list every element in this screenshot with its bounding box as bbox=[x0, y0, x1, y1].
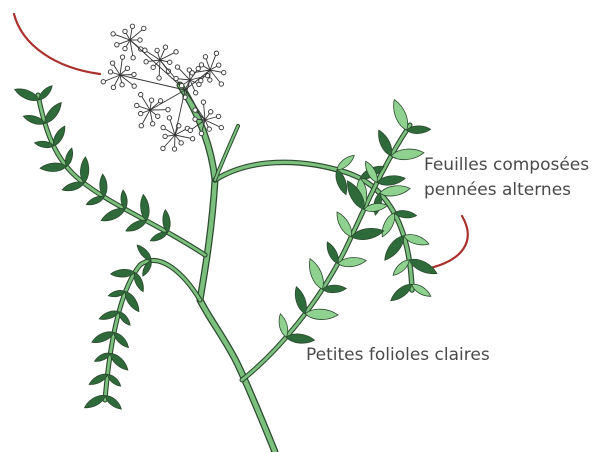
flower-bud bbox=[193, 91, 197, 95]
flower-bud bbox=[123, 46, 127, 50]
flower-bud bbox=[143, 48, 147, 52]
stems bbox=[38, 85, 412, 452]
label-compound-leaves-line1: Feuilles composées bbox=[424, 153, 589, 178]
label-compound-leaves: Feuilles composées pennées alternes bbox=[424, 153, 589, 203]
flower-bud bbox=[139, 92, 143, 96]
flower-bud bbox=[132, 84, 136, 88]
flower-bud bbox=[139, 124, 143, 128]
flower-bud bbox=[150, 122, 154, 126]
flower-bud bbox=[115, 43, 119, 47]
flower-bud bbox=[158, 99, 162, 103]
flower-bud bbox=[120, 55, 124, 59]
leaf-icon bbox=[381, 233, 408, 263]
flower-bud bbox=[142, 26, 146, 30]
flower-bud bbox=[123, 29, 127, 33]
flower-bud bbox=[201, 100, 205, 104]
flower-bud bbox=[174, 50, 178, 54]
flower-bud bbox=[155, 48, 159, 52]
flower-bud bbox=[149, 98, 153, 102]
flower-stalk bbox=[159, 60, 160, 78]
flower-bud bbox=[222, 70, 226, 74]
flower-bud bbox=[139, 47, 143, 51]
flower-bud bbox=[217, 63, 221, 67]
flower-bud bbox=[196, 66, 200, 70]
leaf-icon bbox=[333, 210, 355, 239]
flower-bud bbox=[190, 137, 194, 141]
flower-stalk bbox=[175, 90, 185, 135]
flower-stalk bbox=[210, 53, 216, 70]
flower-bud bbox=[193, 117, 197, 121]
callout-line-flowers bbox=[14, 14, 100, 74]
flower-bud bbox=[219, 82, 223, 86]
flower-bud bbox=[144, 60, 148, 64]
flower-bud bbox=[161, 146, 165, 150]
flower-bud bbox=[208, 78, 212, 82]
leaf-icon bbox=[122, 289, 142, 313]
flower-bud bbox=[180, 83, 184, 87]
flower-bud bbox=[131, 56, 135, 60]
flower-bud bbox=[214, 51, 218, 55]
flower-bud bbox=[193, 108, 197, 112]
flower-stalk bbox=[205, 120, 221, 128]
flower-bud bbox=[190, 71, 194, 75]
leaf-icon bbox=[388, 281, 414, 304]
leaf-icon bbox=[149, 230, 169, 244]
flower-bud bbox=[108, 70, 112, 74]
flower-bud bbox=[151, 65, 155, 69]
flower-bud bbox=[138, 38, 142, 42]
flower-bud bbox=[111, 85, 115, 89]
label-small-leaflets: Petites folioles claires bbox=[306, 343, 490, 368]
leaf-icon bbox=[50, 124, 67, 147]
flower-bud bbox=[132, 72, 136, 76]
flower-bud bbox=[166, 107, 170, 111]
flower-bud bbox=[174, 76, 178, 80]
flower-stalk bbox=[120, 57, 123, 75]
flower-bud bbox=[135, 103, 139, 107]
flower-stalk bbox=[160, 52, 176, 60]
flower-bud bbox=[157, 76, 161, 80]
flower-bud bbox=[216, 114, 220, 118]
flower-bud bbox=[167, 116, 171, 120]
leaf-icon bbox=[103, 393, 123, 411]
flower-bud bbox=[130, 24, 134, 28]
flower-bud bbox=[111, 32, 115, 36]
label-compound-leaves-line2: pennées alternes bbox=[424, 178, 589, 203]
flower-bud bbox=[172, 147, 176, 151]
flower-bud bbox=[188, 128, 192, 132]
flower-stalk bbox=[150, 90, 185, 110]
flower-bud bbox=[199, 131, 203, 135]
leaf-icon bbox=[37, 84, 55, 102]
flower-bud bbox=[168, 60, 172, 64]
flower-bud bbox=[120, 83, 124, 87]
flower-bud bbox=[163, 45, 167, 49]
flower-bud bbox=[179, 141, 183, 145]
flower-bud bbox=[110, 61, 114, 65]
flower-stalk bbox=[103, 75, 120, 82]
flower-bud bbox=[175, 65, 179, 69]
flower-bud bbox=[219, 125, 223, 129]
flower-bud bbox=[138, 111, 142, 115]
flower-bud bbox=[199, 63, 203, 67]
flower-bud bbox=[207, 127, 211, 131]
flower-bud bbox=[203, 55, 207, 59]
flower-bud bbox=[156, 114, 160, 118]
leaf-icon bbox=[324, 240, 341, 265]
flower-bud bbox=[161, 125, 165, 129]
leaf-icon bbox=[85, 194, 105, 207]
flower-bud bbox=[101, 80, 105, 84]
flower-bud bbox=[209, 110, 213, 114]
leaf-icon bbox=[124, 218, 148, 235]
leaf-icon bbox=[42, 100, 65, 126]
flower-bud bbox=[125, 66, 129, 70]
flower-bud bbox=[163, 134, 167, 138]
